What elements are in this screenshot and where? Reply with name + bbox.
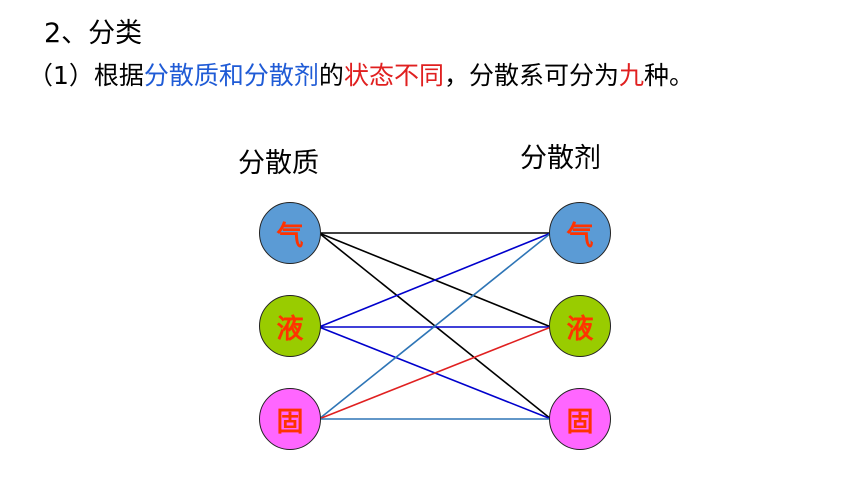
- desc-segment: ，分散系可分为: [443, 61, 619, 90]
- desc-segment: 的: [318, 61, 344, 90]
- desc-segment-highlight-blue: 分散质和分散剂: [143, 61, 319, 90]
- desc-segment-highlight-red: 九: [618, 61, 644, 90]
- desc-segment: （1）根据: [28, 61, 144, 90]
- section-heading: 2、分类: [44, 18, 143, 49]
- connection-solid-to-gas: [318, 232, 552, 420]
- classification-description: （1）根据分散质和分散剂的状态不同，分散系可分为九种。: [28, 58, 694, 94]
- connection-solid-to-liquid: [318, 326, 552, 420]
- right-node-gas: 气: [549, 202, 611, 264]
- desc-segment: 种。: [643, 61, 694, 90]
- left-node-liquid: 液: [259, 295, 321, 357]
- connection-liquid-to-gas: [318, 232, 552, 328]
- right-node-solid: 固: [549, 388, 611, 450]
- left-node-gas: 气: [259, 202, 321, 264]
- right-node-liquid: 液: [549, 295, 611, 357]
- desc-segment-highlight-red: 状态不同: [343, 61, 444, 90]
- dispersion-medium-label: 分散剂: [520, 143, 601, 174]
- dispersed-phase-label: 分散质: [238, 148, 319, 179]
- left-node-solid: 固: [259, 388, 321, 450]
